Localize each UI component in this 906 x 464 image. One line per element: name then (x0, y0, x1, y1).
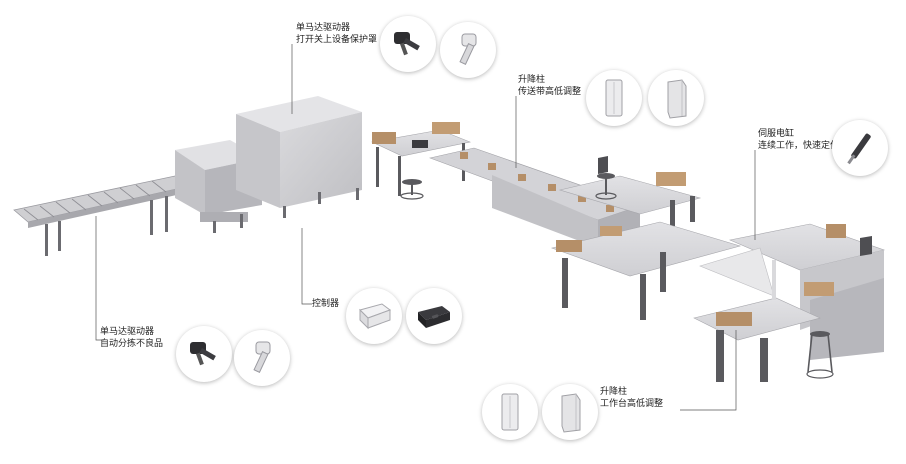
lifting-column-round-icon (605, 79, 623, 117)
callout-sort-motor-line1: 单马达驱动器 (100, 327, 155, 337)
callout-lift-conveyor-line1: 升降柱 (518, 75, 546, 85)
work-tables (550, 156, 742, 320)
callout-sort-motor: 单马达驱动器 自动分拣不良品 (100, 326, 163, 350)
badge-actuator-white-sort (234, 330, 290, 386)
callout-top-motor-line1: 单马达驱动器 (296, 23, 351, 33)
motor-actuator-black-icon (394, 32, 420, 56)
callout-servo-line1: 伺服电缸 (758, 129, 795, 139)
badge-lift-column-angled-bench (542, 384, 598, 440)
belt-conveyor (428, 147, 641, 248)
callout-controller-line1: 控制器 (312, 299, 340, 309)
lifting-column-round-icon (501, 393, 519, 431)
badge-servo-cylinder (832, 120, 888, 176)
actuator-white-icon (459, 33, 477, 65)
machine-cabinet (236, 96, 362, 218)
callout-servo: 伺服电缸 连续工作，快速定位 (758, 128, 839, 152)
badge-controller-white (346, 288, 402, 344)
controller-black-icon (418, 306, 450, 328)
badge-lift-column-round (586, 70, 642, 126)
controller-white-icon (359, 303, 392, 330)
leader-lines (95, 44, 756, 411)
callout-controller: 控制器 (312, 298, 339, 310)
badge-controller-black (406, 288, 462, 344)
badge-lift-column-round-bench (482, 384, 538, 440)
callout-lift-conveyor-line2: 传送带高低调整 (518, 87, 582, 97)
lifting-column-angled-icon (561, 393, 581, 433)
callout-sort-motor-line2: 自动分拣不良品 (100, 339, 164, 349)
callout-lift-workbench-line1: 升降柱 (600, 387, 628, 397)
callout-lift-workbench: 升降柱 工作台高低调整 (600, 386, 663, 410)
servo-cylinder-icon (847, 133, 871, 165)
lifting-column-angled-icon (667, 79, 687, 119)
motor-actuator-black-icon (190, 342, 216, 366)
badge-actuator-white-top (440, 22, 496, 78)
packing-table (371, 122, 472, 200)
callout-lift-conveyor: 升降柱 传送带高低调整 (518, 74, 581, 98)
callout-top-motor: 单马达驱动器 打开关上设备保护罩 (296, 22, 377, 46)
badge-lift-column-angled (648, 70, 704, 126)
badge-motor-actuator-sort (176, 326, 232, 382)
sorting-station (693, 223, 886, 382)
badge-motor-actuator-top (380, 16, 436, 72)
callout-servo-line2: 连续工作，快速定位 (758, 141, 840, 151)
callout-lift-workbench-line2: 工作台高低调整 (600, 399, 664, 409)
callout-top-motor-line2: 打开关上设备保护罩 (296, 35, 378, 45)
actuator-white-icon (253, 341, 271, 373)
roller-conveyor (13, 175, 192, 256)
